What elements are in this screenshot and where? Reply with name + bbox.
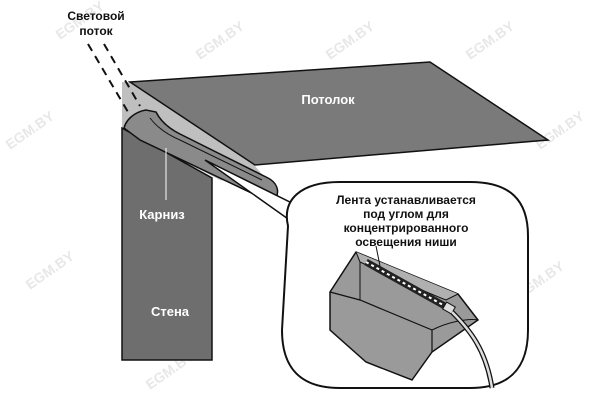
led-leader-line [375,245,381,267]
led-strip [364,258,457,315]
wall-plane [121,126,213,361]
watermark: EGM.BY [533,107,588,152]
callout-text-line2: под углом для [363,207,449,221]
cornice-label: Карниз [139,207,185,222]
light-flow-label-line1: Световой [67,9,124,23]
ceiling-label: Потолок [301,92,355,107]
watermark: EGM.BY [463,17,518,62]
watermark: EGM.BY [23,247,78,292]
watermark: EGM.BY [323,17,378,62]
cornice-detail [329,251,495,389]
light-flow-label-line2: поток [79,24,113,38]
callout-text-line4: освещения ниши [355,235,457,249]
watermark: EGM.BY [193,17,248,62]
callout-text-line1: Лента устанавливается [336,193,476,207]
watermark: EGM.BY [3,107,58,152]
cornice-profile [123,109,279,199]
ceiling-plane [127,61,551,166]
wall-label: Стена [151,304,190,319]
light-flow-lines [87,43,141,113]
callout-text-line3: концентрированного [344,221,469,235]
